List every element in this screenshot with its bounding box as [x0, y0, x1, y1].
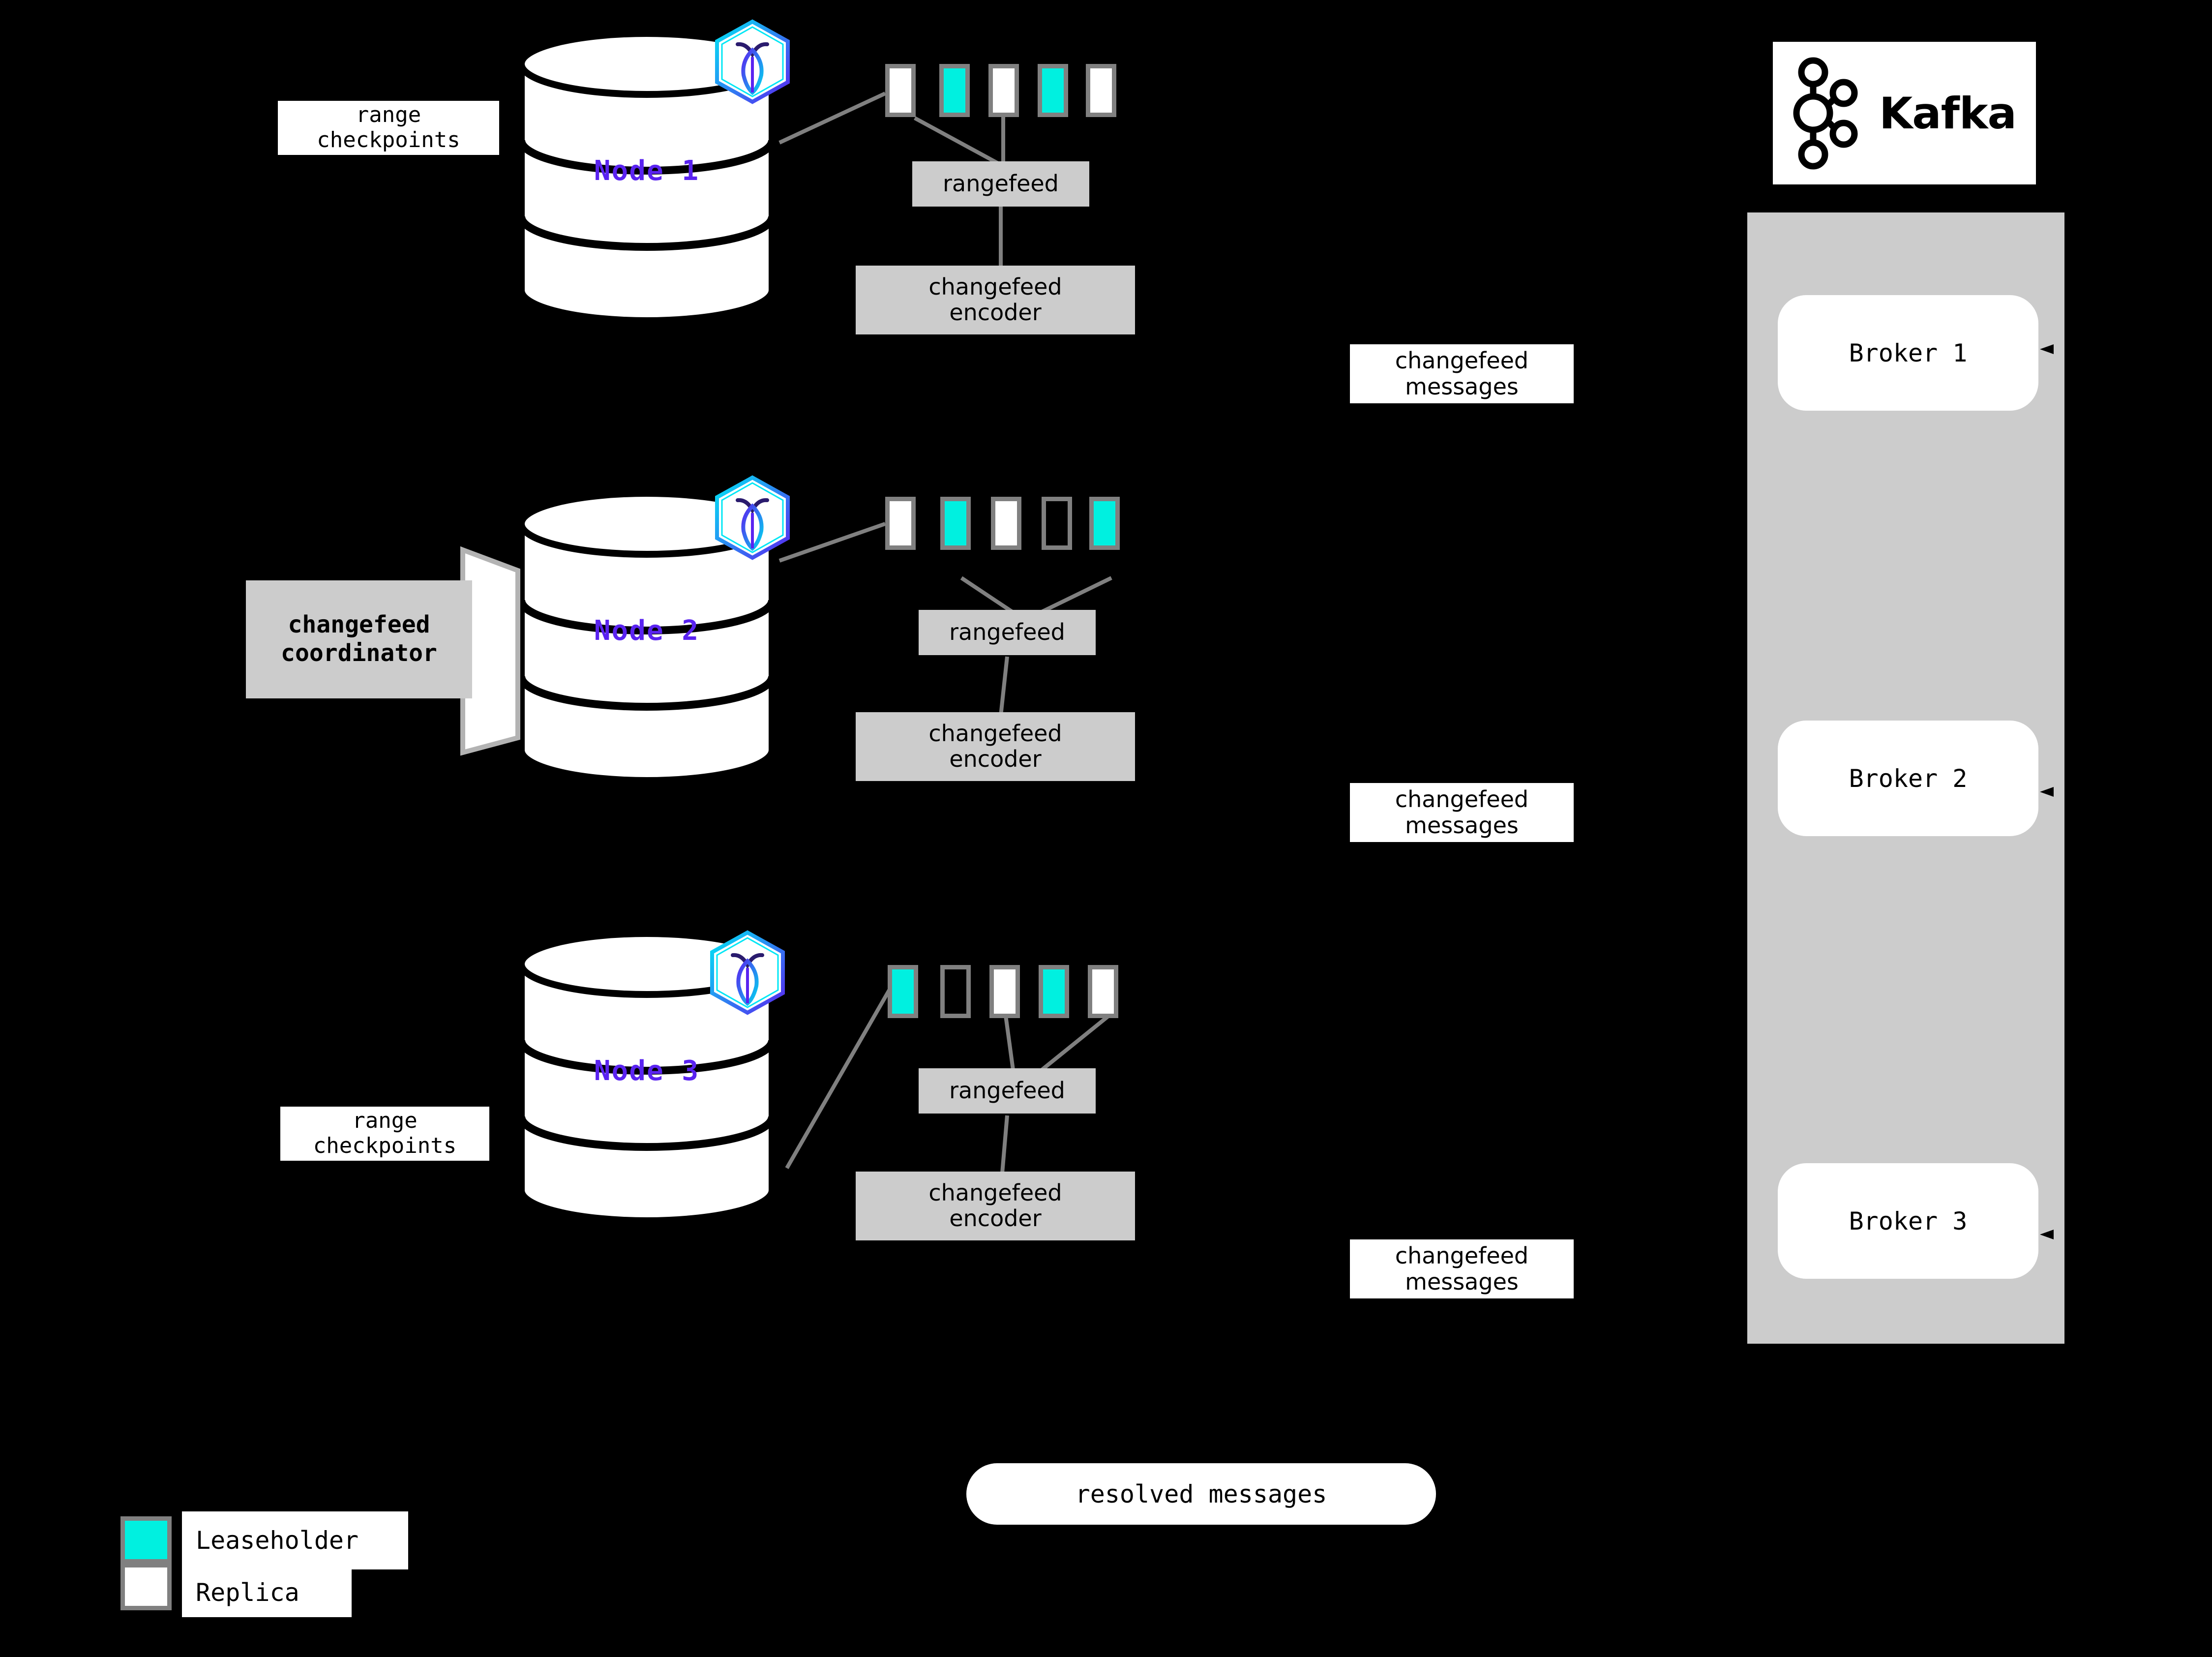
node-1-rangefeed-box[interactable]: rangefeed: [912, 161, 1089, 207]
node-3-rangefeed-box[interactable]: rangefeed: [919, 1068, 1096, 1114]
range-replica-box: [1088, 965, 1118, 1018]
node-1-cylinder: Node 1: [516, 30, 777, 330]
node-2-changefeed-encoder-box[interactable]: changefeed encoder: [856, 712, 1135, 781]
range-leaseholder-box: [1038, 64, 1068, 117]
cockroachdb-logo-icon: [713, 19, 792, 105]
node-2-rangefeed-box[interactable]: rangefeed: [919, 610, 1096, 655]
broker-2[interactable]: Broker 2: [1778, 721, 2038, 836]
range-replica-box: [989, 965, 1020, 1018]
node-3-changefeed-messages-label: changefeed messages: [1350, 1239, 1574, 1298]
changefeed-coordinator-box[interactable]: changefeed coordinator: [246, 580, 472, 698]
range-replica-box: [1086, 64, 1116, 117]
legend-swatch-leaseholder: [120, 1516, 172, 1564]
range-leaseholder-box: [1089, 497, 1120, 550]
node-3-range-checkpoints-label: range checkpoints: [280, 1107, 489, 1161]
node-1-range-checkpoints-label: range checkpoints: [278, 101, 499, 155]
range-empty-box: [940, 965, 971, 1018]
range-replica-box: [885, 497, 916, 550]
kafka-logo-card: Kafka: [1773, 42, 2036, 184]
kafka-logo-icon: [1793, 57, 1858, 170]
range-replica-box: [991, 497, 1021, 550]
kafka-inbound-arrowheads: [2040, 344, 2054, 1239]
node-2-changefeed-messages-label: changefeed messages: [1350, 783, 1574, 842]
broker-1[interactable]: Broker 1: [1778, 295, 2038, 411]
cockroachdb-logo-icon: [708, 930, 787, 1016]
kafka-wordmark: Kafka: [1879, 88, 2017, 139]
legend-swatch-replica: [120, 1563, 172, 1610]
node-1-changefeed-encoder-box[interactable]: changefeed encoder: [856, 266, 1135, 334]
resolved-messages-pill[interactable]: resolved messages: [966, 1463, 1436, 1525]
legend-label-leaseholder: Leaseholder: [182, 1511, 408, 1569]
range-replica-box: [988, 64, 1019, 117]
range-replica-box: [885, 64, 916, 117]
node-3-cylinder: [516, 930, 777, 1230]
range-leaseholder-box: [940, 497, 971, 550]
legend-label-replica: Replica: [182, 1568, 352, 1617]
node-3-changefeed-encoder-box[interactable]: changefeed encoder: [856, 1172, 1135, 1240]
range-leaseholder-box: [939, 64, 970, 117]
broker-3[interactable]: Broker 3: [1778, 1163, 2038, 1279]
range-leaseholder-box: [888, 965, 918, 1018]
node-1-changefeed-messages-label: changefeed messages: [1350, 344, 1574, 403]
cockroachdb-logo-icon: [713, 475, 792, 561]
range-leaseholder-box: [1039, 965, 1069, 1018]
range-empty-box: [1042, 497, 1072, 550]
